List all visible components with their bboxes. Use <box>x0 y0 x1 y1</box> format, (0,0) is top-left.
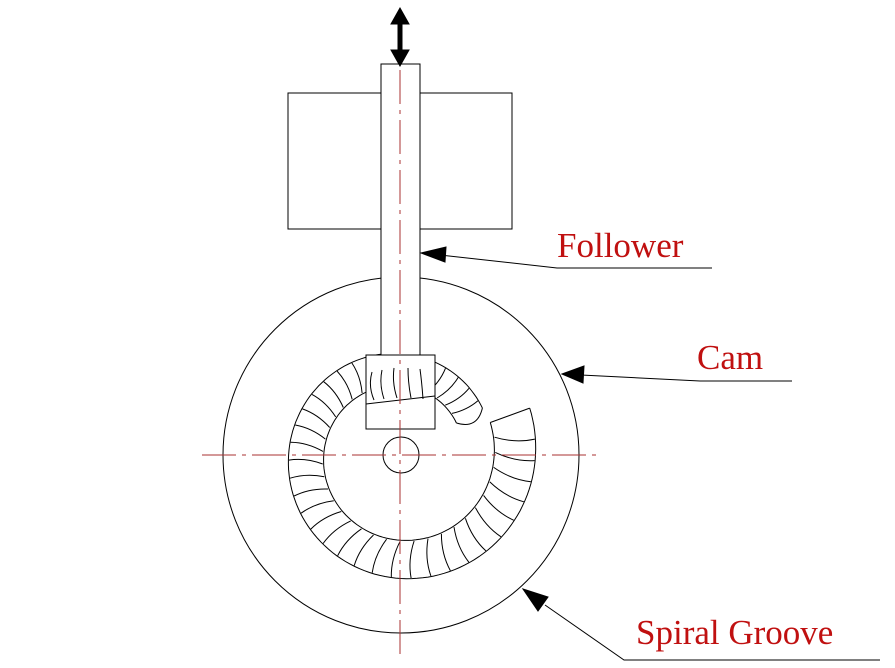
cam-leader <box>580 374 792 382</box>
follower-leader-arrow <box>419 246 447 263</box>
groove-hatch <box>371 538 387 573</box>
groove-hatch <box>323 381 344 408</box>
groove-hatch <box>409 540 415 579</box>
groove-leader <box>544 604 880 661</box>
groove-hatch <box>310 511 342 530</box>
groove-hatch <box>464 518 487 552</box>
leader-lines <box>419 246 880 661</box>
groove-hatch <box>302 408 331 428</box>
groove-hatch <box>311 393 337 418</box>
groove-hatch <box>426 538 432 577</box>
groove-leader-arrow <box>521 588 549 612</box>
groove-hatch <box>390 540 401 578</box>
groove-hatch <box>290 441 324 452</box>
follower-leader <box>439 254 712 269</box>
cam-leader-arrow <box>560 365 585 384</box>
double-arrow-icon <box>390 6 410 68</box>
spiral-groove-label: Spiral Groove <box>636 613 834 652</box>
groove-hatch <box>495 451 535 462</box>
groove-hatch <box>493 466 531 483</box>
groove-hatch <box>483 495 515 521</box>
groove-hatch <box>322 520 351 544</box>
follower-label: Follower <box>557 226 684 265</box>
groove-hatch <box>295 424 326 440</box>
groove-hatch <box>453 527 470 563</box>
groove-hatch <box>494 436 536 442</box>
groove-hatch <box>474 507 502 538</box>
groove-end-cap <box>456 407 483 425</box>
groove-hatch <box>353 534 374 566</box>
groove-hatch <box>489 481 525 503</box>
groove-hatch <box>288 458 323 465</box>
groove-hatch <box>351 362 363 394</box>
groove-hatch <box>289 474 325 479</box>
groove-hatch <box>445 387 470 406</box>
cam-label: Cam <box>697 338 764 377</box>
groove-hatch <box>300 500 334 514</box>
groove-hatch <box>440 533 451 571</box>
groove-hatch <box>293 488 329 497</box>
center-lines <box>202 70 600 658</box>
groove-hatch <box>436 377 459 399</box>
roller-hatch <box>369 367 424 401</box>
groove-hatch <box>451 400 479 414</box>
groove-hatch <box>336 370 353 400</box>
groove-start-cap <box>490 407 530 423</box>
groove-hatch <box>337 528 362 557</box>
